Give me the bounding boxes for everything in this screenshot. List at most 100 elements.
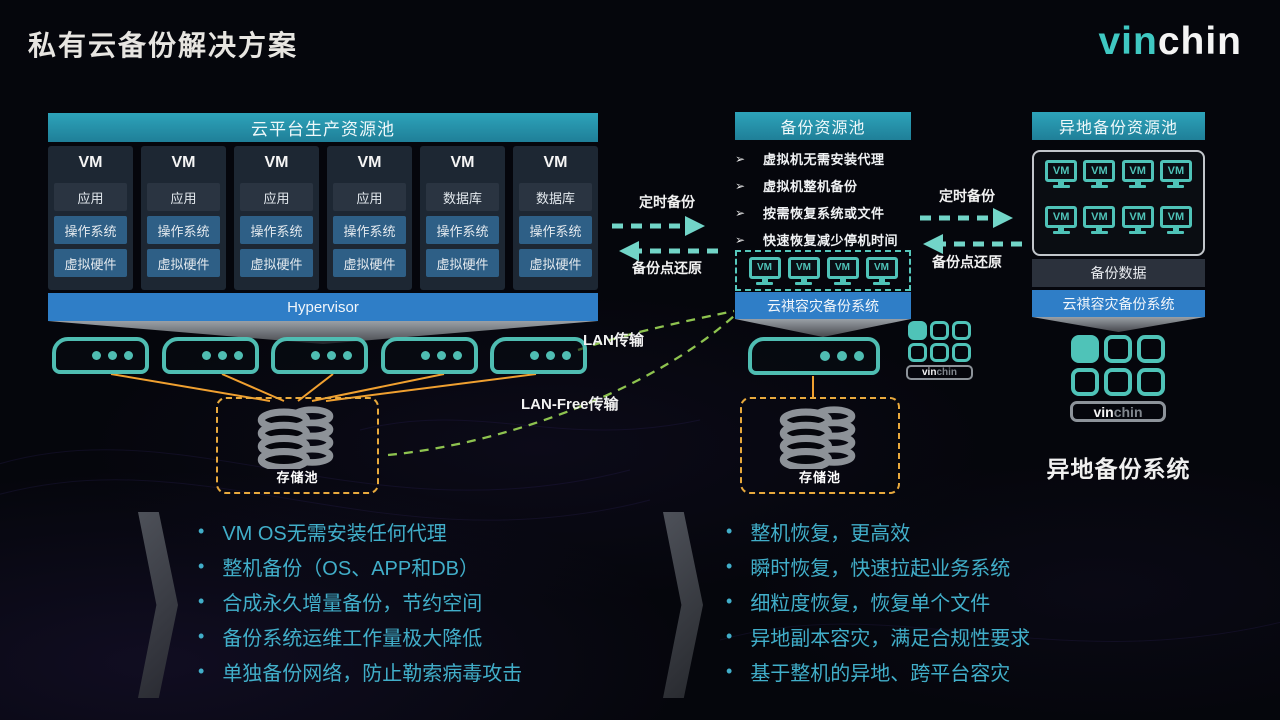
benefit-item: • 细粒度恢复，恢复单个文件	[726, 584, 1030, 619]
vm-layer: 操作系统	[426, 216, 499, 244]
server-led	[108, 351, 117, 360]
benefit-text: 基于整机的异地、跨平台容灾	[750, 663, 1011, 685]
grid-square	[930, 321, 949, 340]
vm-screen: VM	[787, 256, 820, 279]
benefit-text: 细粒度恢复，恢复单个文件	[750, 593, 991, 615]
bullet-icon: •	[726, 591, 733, 611]
badge-chin: chin	[1113, 403, 1143, 420]
backup-system-bar: 云祺容灾备份系统	[735, 292, 911, 319]
bullet-icon: •	[198, 661, 205, 681]
benefit-item: •异地副本容灾，满足合规性要求	[726, 619, 1030, 654]
vm-layer: 虚拟硬件	[333, 249, 406, 277]
badge-vin: vin	[1093, 403, 1114, 420]
vm-monitor-base	[795, 281, 812, 285]
vm-screen: VM	[826, 256, 859, 279]
vm-layer: 操作系统	[333, 216, 406, 244]
badge-vin: vin	[921, 367, 937, 378]
vm-monitor-stand	[1172, 227, 1179, 231]
production-servers	[52, 337, 587, 374]
server-led	[420, 351, 430, 360]
vm-monitor-stand	[1096, 182, 1103, 185]
logo-vin: vin	[1098, 20, 1158, 63]
hypervisor-bar: Hypervisor	[48, 293, 598, 321]
vm-layer: 虚拟硬件	[147, 249, 220, 277]
vm-screen: VM	[1083, 205, 1116, 228]
vinchin-grid-icon	[908, 321, 971, 362]
bullet-icon: •	[726, 626, 733, 646]
vm-screen: VM	[1159, 160, 1192, 182]
flow-label-restore-point-right: 备份点还原	[932, 254, 1002, 270]
page-title: 私有云备份解决方案	[28, 30, 299, 61]
vm-layer: 操作系统	[54, 216, 127, 244]
benefit-item: •整机恢复，更高效	[726, 514, 1030, 549]
vm-monitor-stand	[1096, 227, 1103, 231]
server-led	[343, 351, 352, 360]
benefit-item: •合成永久增量备份，节约空间	[198, 584, 522, 619]
vm-monitor-base	[834, 281, 851, 285]
vm-title: VM	[171, 154, 196, 171]
server-led	[233, 351, 243, 360]
vm-title: VM	[543, 154, 568, 171]
feature-text: 快速恢复减少停机时间	[763, 233, 899, 248]
vm-screen: VM	[748, 256, 781, 279]
feature-item: ➢快速恢复减少停机时间	[735, 226, 940, 253]
backup-server-icon	[748, 337, 880, 375]
server-led	[311, 351, 320, 360]
benefit-item: • 整机备份（OS、APP和DB）	[198, 549, 522, 584]
vm-layer: 虚拟硬件	[240, 249, 313, 277]
benefit-item: •基于整机的异地、跨平台容灾	[726, 654, 1030, 689]
vm-title: VM	[264, 154, 289, 171]
storage-pool-box-left: 存储池	[216, 397, 379, 494]
server-led	[837, 351, 847, 361]
vm-layer: 数据库	[519, 183, 592, 211]
backup-vm-box: VM VM VM VM	[735, 250, 911, 291]
server-led	[201, 351, 211, 360]
bullet-icon: •	[198, 626, 205, 646]
vm-layer: 虚拟硬件	[54, 249, 127, 277]
funnel-shape-mid	[735, 319, 911, 337]
vm-monitor-stand	[1058, 182, 1065, 185]
vm-monitor-icon: VM	[826, 256, 859, 285]
benefits-list-left: •VM OS无需安装任何代理•整机备份（OS、APP和DB）•合成永久增量备份，…	[198, 514, 522, 689]
vm-monitor-base	[1052, 230, 1070, 234]
vm-monitor-base	[873, 281, 890, 285]
vm-layer: 应用	[240, 183, 313, 211]
bullet-icon: •	[198, 556, 205, 576]
flow-label-restore-point-left: 备份点还原	[632, 260, 702, 276]
benefit-text: 合成永久增量备份，节约空间	[222, 593, 483, 615]
vm-monitor-base	[1129, 230, 1147, 234]
vm-screen: VM	[1045, 205, 1078, 228]
backup-pool-header: 备份资源池	[735, 112, 911, 140]
grid-square	[952, 321, 971, 340]
vm-title: VM	[78, 154, 103, 171]
server-led	[436, 351, 446, 360]
vinchin-grid-icon	[1071, 335, 1165, 396]
grid-square	[908, 321, 927, 340]
vm-screen: VM	[865, 256, 898, 279]
bullet-icon: •	[726, 521, 733, 541]
vm-column: VM 应用操作系统虚拟硬件	[327, 146, 412, 290]
vm-monitor-base	[1052, 185, 1070, 188]
production-server-icon	[52, 337, 149, 374]
vm-layer: 应用	[333, 183, 406, 211]
vm-monitor-icon: VM	[748, 256, 781, 285]
server-led	[452, 351, 462, 360]
grid-square	[952, 343, 971, 362]
grid-square	[1104, 368, 1132, 396]
grid-square	[1104, 335, 1132, 363]
production-server-icon	[380, 337, 478, 374]
benefits-list-right: •整机恢复，更高效•瞬时恢复，快速拉起业务系统•细粒度恢复，恢复单个文件•异地副…	[726, 514, 1030, 689]
grid-square	[930, 343, 949, 362]
server-led	[820, 351, 830, 361]
vm-title: VM	[357, 154, 382, 171]
lan-transfer-label: LAN传输	[583, 332, 644, 349]
benefit-text: 整机备份（OS、APP和DB）	[222, 558, 480, 580]
